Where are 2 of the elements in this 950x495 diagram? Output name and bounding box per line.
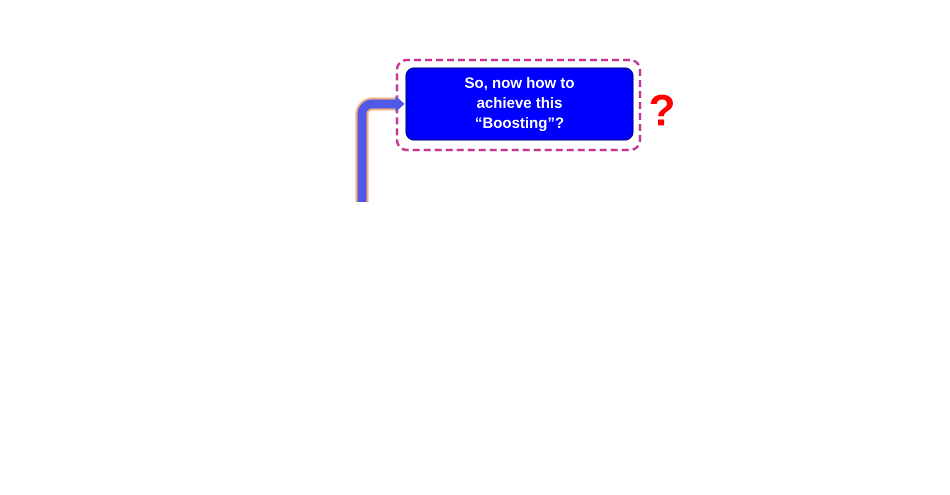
dashed-outline <box>396 58 642 152</box>
question-box: So, now how to achieve this “Boosting”? <box>406 68 634 140</box>
